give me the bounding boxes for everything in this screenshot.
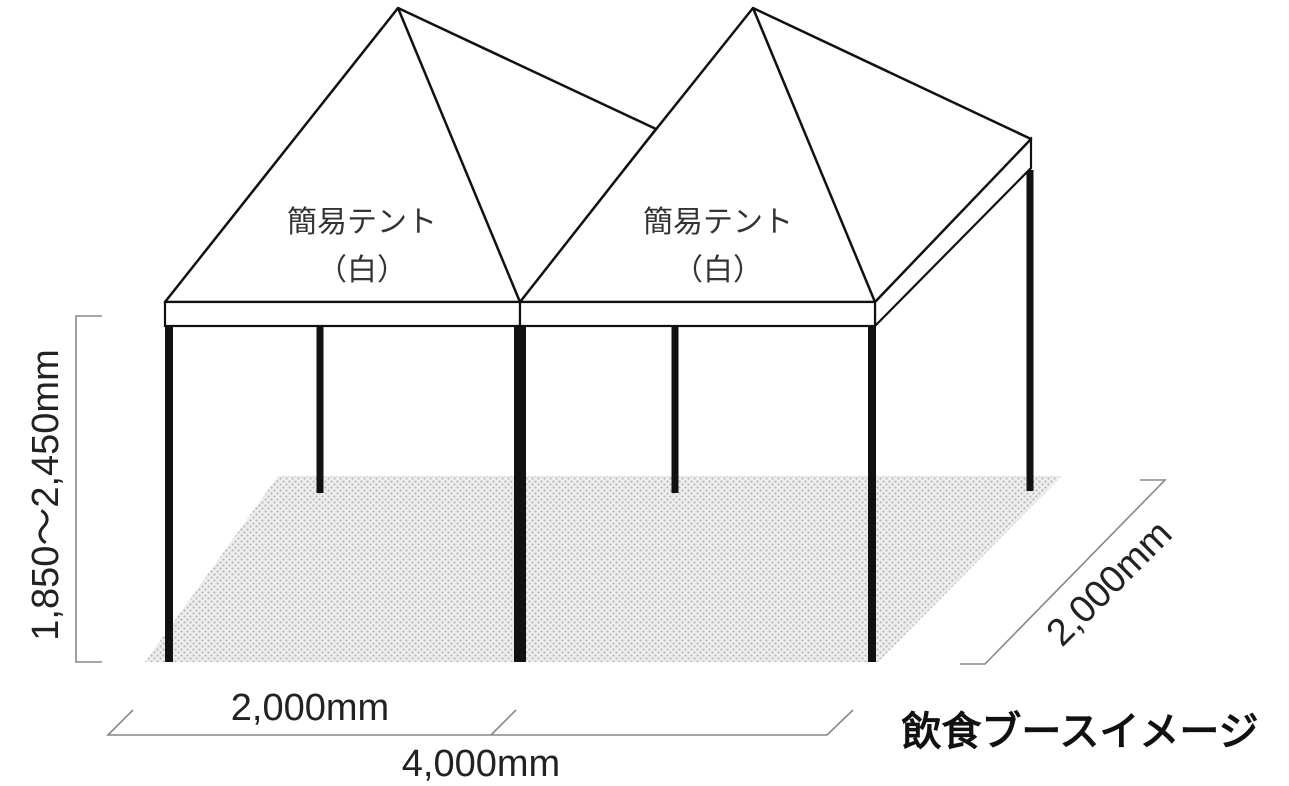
tent-1-ridge [396, 7, 522, 303]
single-width-label: 2,000mm [231, 687, 389, 729]
total-width-label: 4,000mm [402, 743, 560, 785]
tent-2-front-band [518, 300, 877, 328]
height-dimension-label: 1,850〜2,450mm [25, 349, 67, 641]
tent-1-name: 簡易テント [287, 205, 437, 240]
width-midpoint-tick [490, 709, 517, 736]
tent-2-name: 簡易テント [643, 205, 793, 240]
depth-dimension-line [960, 479, 1167, 665]
diagram-caption: 飲食ブースイメージ [901, 709, 1258, 755]
tent-2-color-note: （白） [673, 253, 763, 288]
height-dimension-line [75, 315, 102, 663]
width-dimension-line [106, 709, 854, 736]
depth-dimension-label: 2,000mm [1039, 513, 1181, 655]
tent-2-ridge [751, 7, 877, 303]
tent-1-front-band [163, 300, 522, 328]
tent-1-color-note: （白） [317, 253, 407, 288]
floor-area [145, 476, 1062, 662]
